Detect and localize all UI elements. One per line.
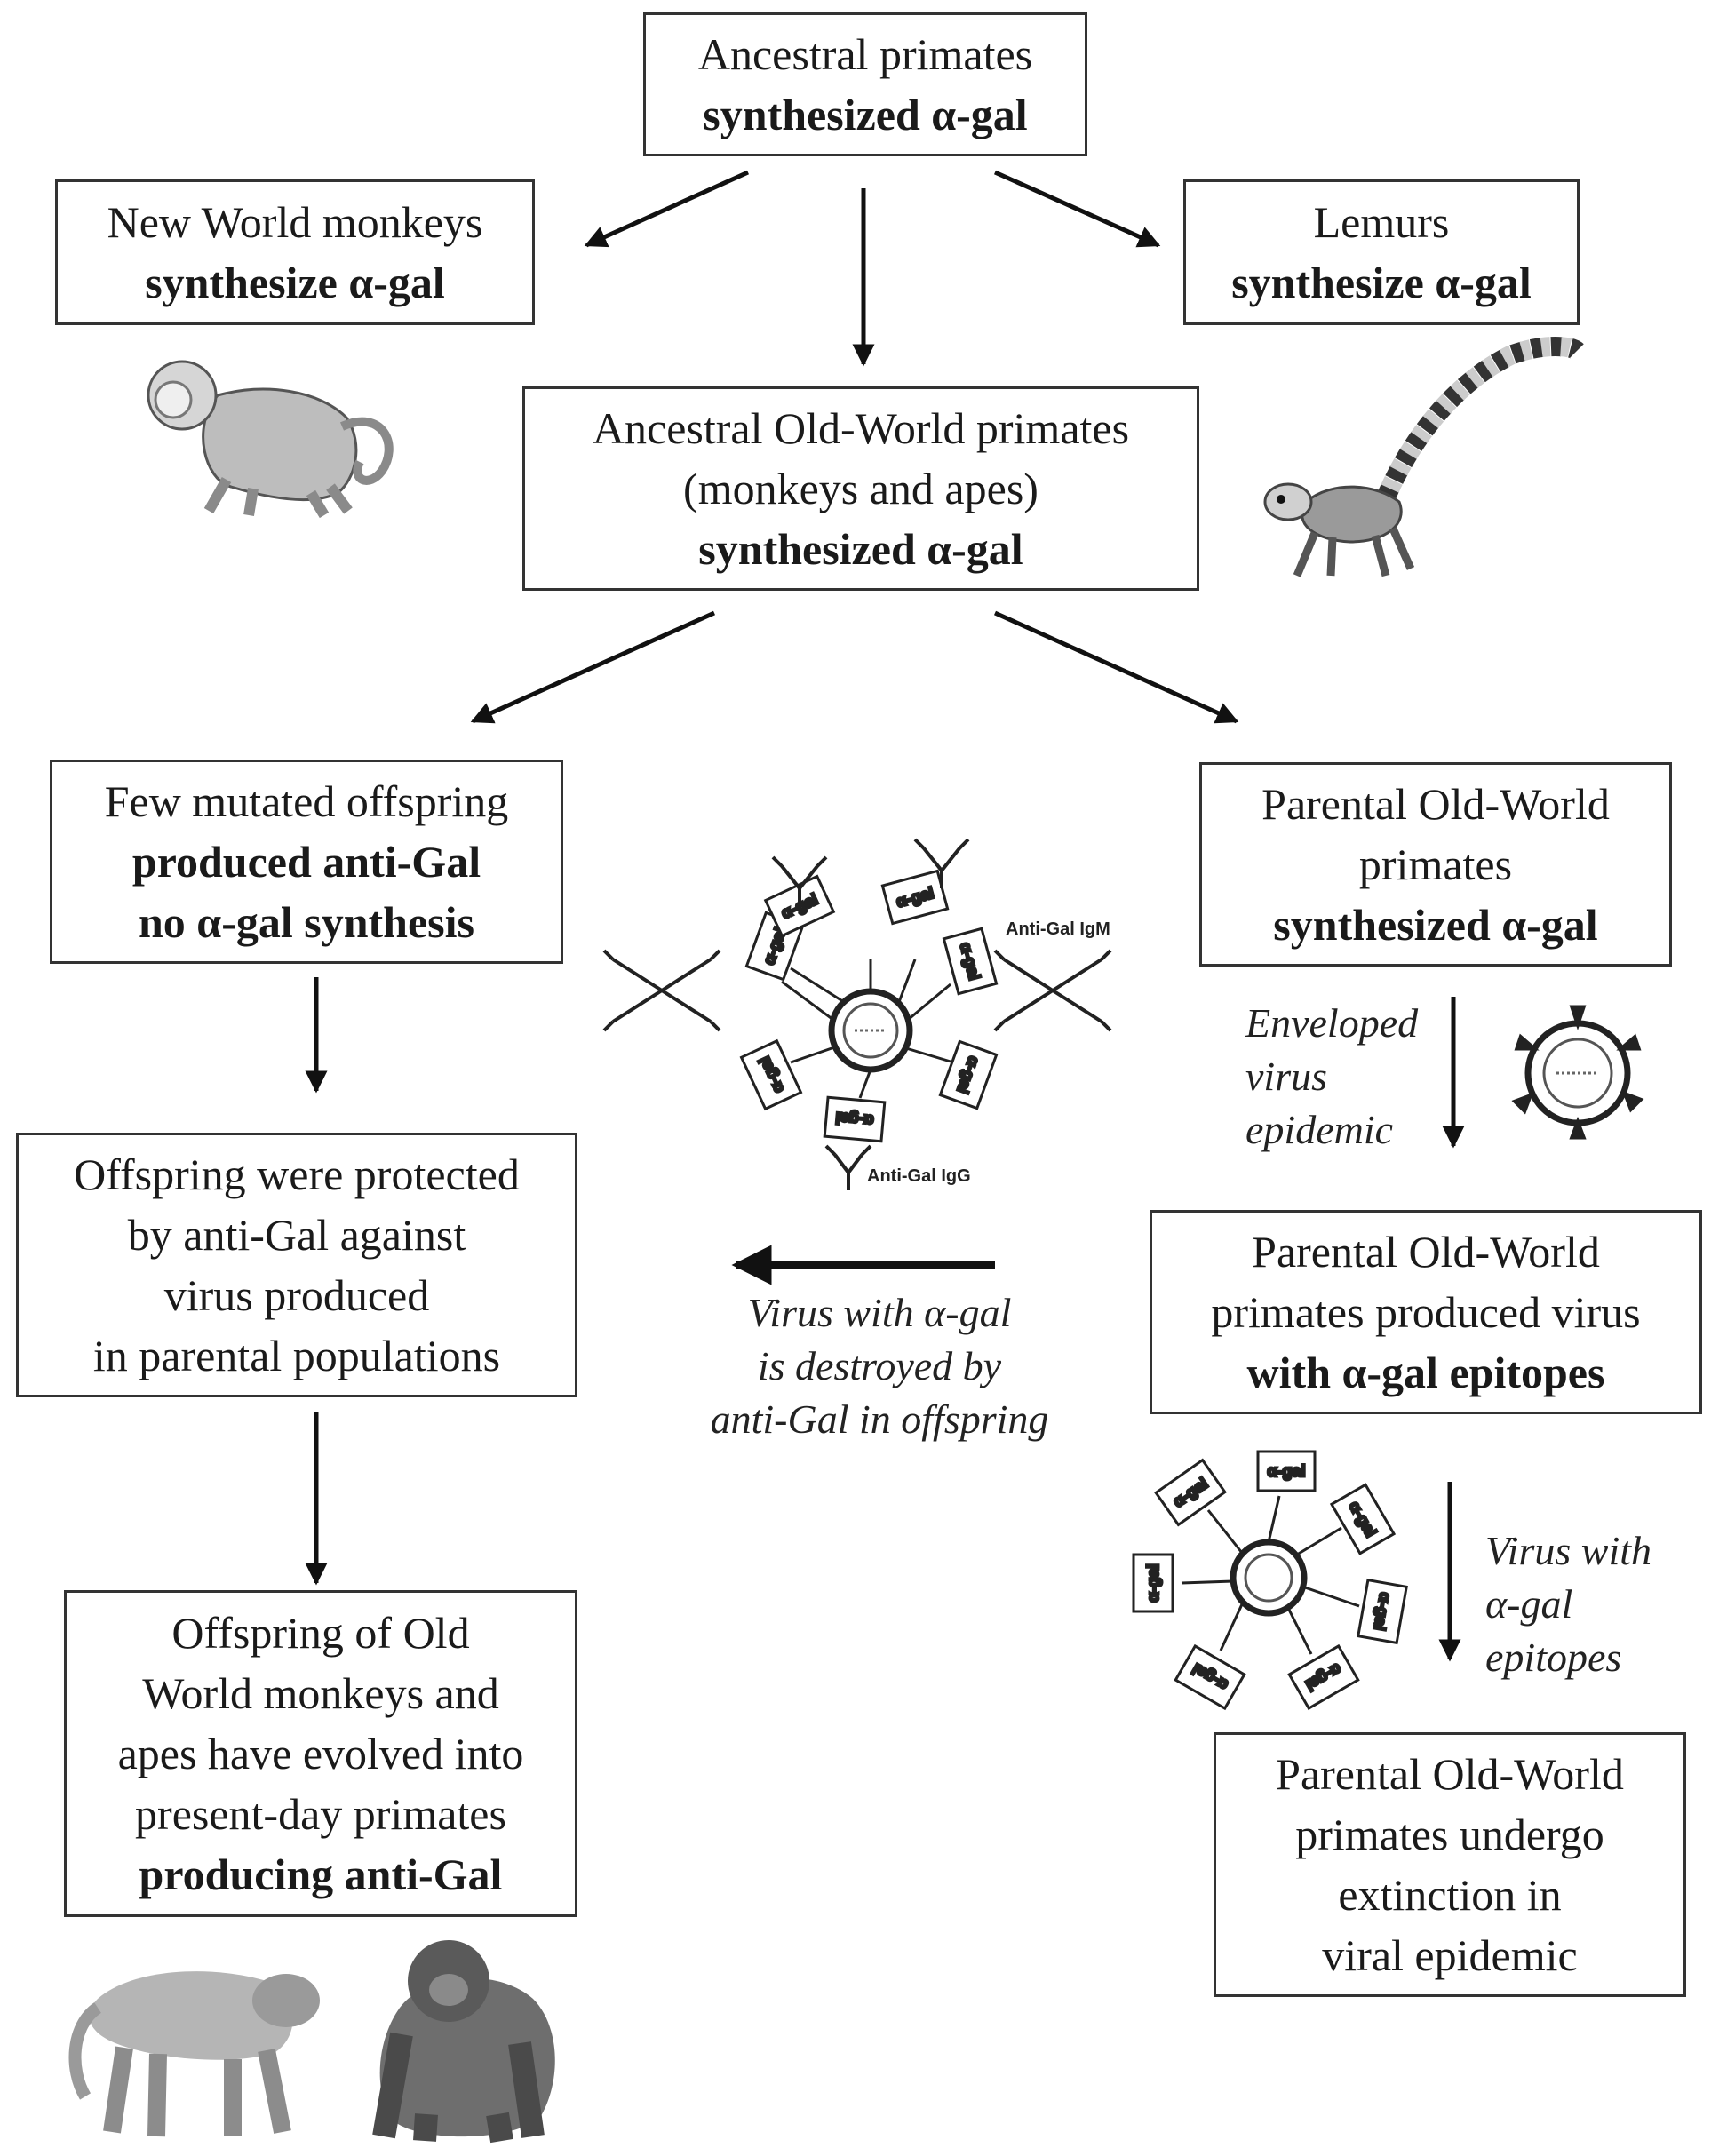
epitope-tag: α-gal: [1154, 1458, 1227, 1527]
box-line: apes have evolved into: [117, 1729, 524, 1778]
box-line: Ancestral Old-World primates: [592, 403, 1130, 453]
arrow-to-mutated-offspring: [470, 610, 716, 724]
box-line: Parental Old-World: [1261, 779, 1610, 829]
box-line: virus produced: [163, 1270, 430, 1320]
epitope-tag: α-gal: [1287, 1643, 1360, 1711]
box-line: primates undergo: [1295, 1810, 1604, 1859]
box-ancestral-old-world: Ancestral Old-World primates (monkeys an…: [522, 386, 1199, 591]
epitope-tag: α-gal: [942, 927, 999, 996]
arrow-to-parental: [993, 610, 1239, 724]
box-line: synthesized α-gal: [1273, 900, 1598, 950]
epitope-tag: α-gal: [880, 869, 950, 926]
epitope-tag: α-gal: [1357, 1578, 1408, 1645]
arrow-to-new-world: [584, 170, 750, 248]
box-line: extinction in: [1338, 1870, 1562, 1920]
box-line: Parental Old-World: [1252, 1227, 1600, 1277]
caption-line: virus: [1245, 1054, 1327, 1099]
epitope-tag: α-gal: [1329, 1483, 1397, 1555]
box-line: Offspring were protected: [74, 1150, 520, 1199]
caption-virus-with-epitopes: Virus with α-gal epitopes: [1485, 1524, 1651, 1684]
caption-line: epitopes: [1485, 1635, 1622, 1680]
box-line: World monkeys and: [142, 1668, 499, 1718]
epitope-tag: α-gal: [938, 1039, 999, 1110]
svg-text:α-gal: α-gal: [1144, 1563, 1162, 1602]
virus-particle: [828, 988, 913, 1073]
svg-text:α-gal: α-gal: [835, 1109, 875, 1130]
box-parental-extinction: Parental Old-World primates undergo exti…: [1214, 1732, 1686, 1997]
epitope-tags: α-gal α-gal α-gal α-gal α-gal α-gal α-ga…: [739, 869, 999, 1143]
box-line: producing anti-Gal: [139, 1850, 503, 1899]
box-line: Parental Old-World: [1276, 1749, 1624, 1799]
box-line: with α-gal epitopes: [1246, 1348, 1605, 1397]
box-line: Lemurs: [1313, 197, 1450, 247]
epitope-tag: α-gal: [823, 1095, 887, 1143]
antibodies: [602, 838, 1112, 1190]
box-line: synthesized α-gal: [703, 90, 1028, 139]
lemur-image: [1263, 337, 1584, 577]
gorilla-image: [372, 1940, 555, 2144]
svg-text:α-gal: α-gal: [1267, 1462, 1305, 1480]
caption-line: Virus with: [1485, 1528, 1652, 1573]
caption-enveloped-virus-epidemic: Enveloped virus epidemic: [1245, 997, 1418, 1157]
box-line: present-day primates: [135, 1789, 506, 1839]
box-line: (monkeys and apes): [683, 464, 1039, 513]
label-anti-gal-igm: Anti-Gal IgM: [1006, 919, 1110, 939]
epitope-tag: α-gal: [739, 1038, 803, 1111]
box-mutated-offspring: Few mutated offspring produced anti-Gal …: [50, 760, 563, 964]
box-ancestral-primates: Ancestral primates synthesized α-gal: [643, 12, 1087, 156]
box-offspring-evolved: Offspring of Old World monkeys and apes …: [64, 1590, 577, 1917]
epitope-tag: α-gal: [1132, 1553, 1174, 1613]
epitope-tag: α-gal: [1256, 1450, 1317, 1492]
virus-with-epitopes: α-gal α-gal α-gal α-gal α-gal α-gal α-ga…: [1132, 1450, 1408, 1711]
box-line: primates produced virus: [1211, 1287, 1641, 1337]
caption-line: Enveloped: [1245, 1000, 1419, 1046]
box-line: in parental populations: [92, 1331, 501, 1380]
box-line: by anti-Gal against: [127, 1210, 466, 1260]
box-line: synthesize α-gal: [145, 258, 445, 307]
caption-line: α-gal: [1485, 1581, 1573, 1627]
box-parental-produced-virus: Parental Old-World primates produced vir…: [1150, 1210, 1702, 1414]
box-parental-old-world: Parental Old-World primates synthesized …: [1199, 762, 1672, 967]
box-new-world-monkeys: New World monkeys synthesize α-gal: [55, 179, 535, 325]
box-line: viral epidemic: [1322, 1930, 1578, 1980]
box-line: primates: [1358, 839, 1513, 889]
flow-arrows: [305, 170, 1465, 1662]
box-line: produced anti-Gal: [131, 837, 481, 887]
box-line: synthesize α-gal: [1231, 258, 1532, 307]
box-line: no α-gal synthesis: [139, 897, 474, 947]
box-lemurs: Lemurs synthesize α-gal: [1183, 179, 1580, 325]
caption-virus-destroyed: Virus with α-gal is destroyed by anti-Ga…: [684, 1286, 1075, 1446]
caption-line: Virus with α-gal: [747, 1290, 1012, 1335]
capuchin-monkey-image: [147, 360, 394, 519]
caption-line: epidemic: [1245, 1107, 1394, 1152]
anti-gal-virus-complex: α-gal α-gal α-gal α-gal α-gal α-gal α-ga…: [602, 838, 1112, 1190]
box-line: Offspring of Old: [171, 1608, 470, 1658]
baboon-image: [68, 1971, 320, 2137]
arrow-to-lemurs: [993, 170, 1161, 248]
box-line: synthesized α-gal: [698, 524, 1023, 574]
box-line: Ancestral primates: [697, 29, 1033, 79]
epitope-tag: α-gal: [1174, 1643, 1246, 1711]
virus-spokes: [781, 959, 951, 1099]
caption-line: is destroyed by: [757, 1343, 1002, 1388]
box-line: New World monkeys: [107, 197, 483, 247]
label-anti-gal-igg: Anti-Gal IgG: [867, 1166, 971, 1186]
enveloped-virus: [1511, 1005, 1644, 1140]
box-line: Few mutated offspring: [104, 776, 509, 826]
caption-line: anti-Gal in offspring: [710, 1396, 1049, 1442]
box-offspring-protected: Offspring were protected by anti-Gal aga…: [16, 1133, 577, 1397]
